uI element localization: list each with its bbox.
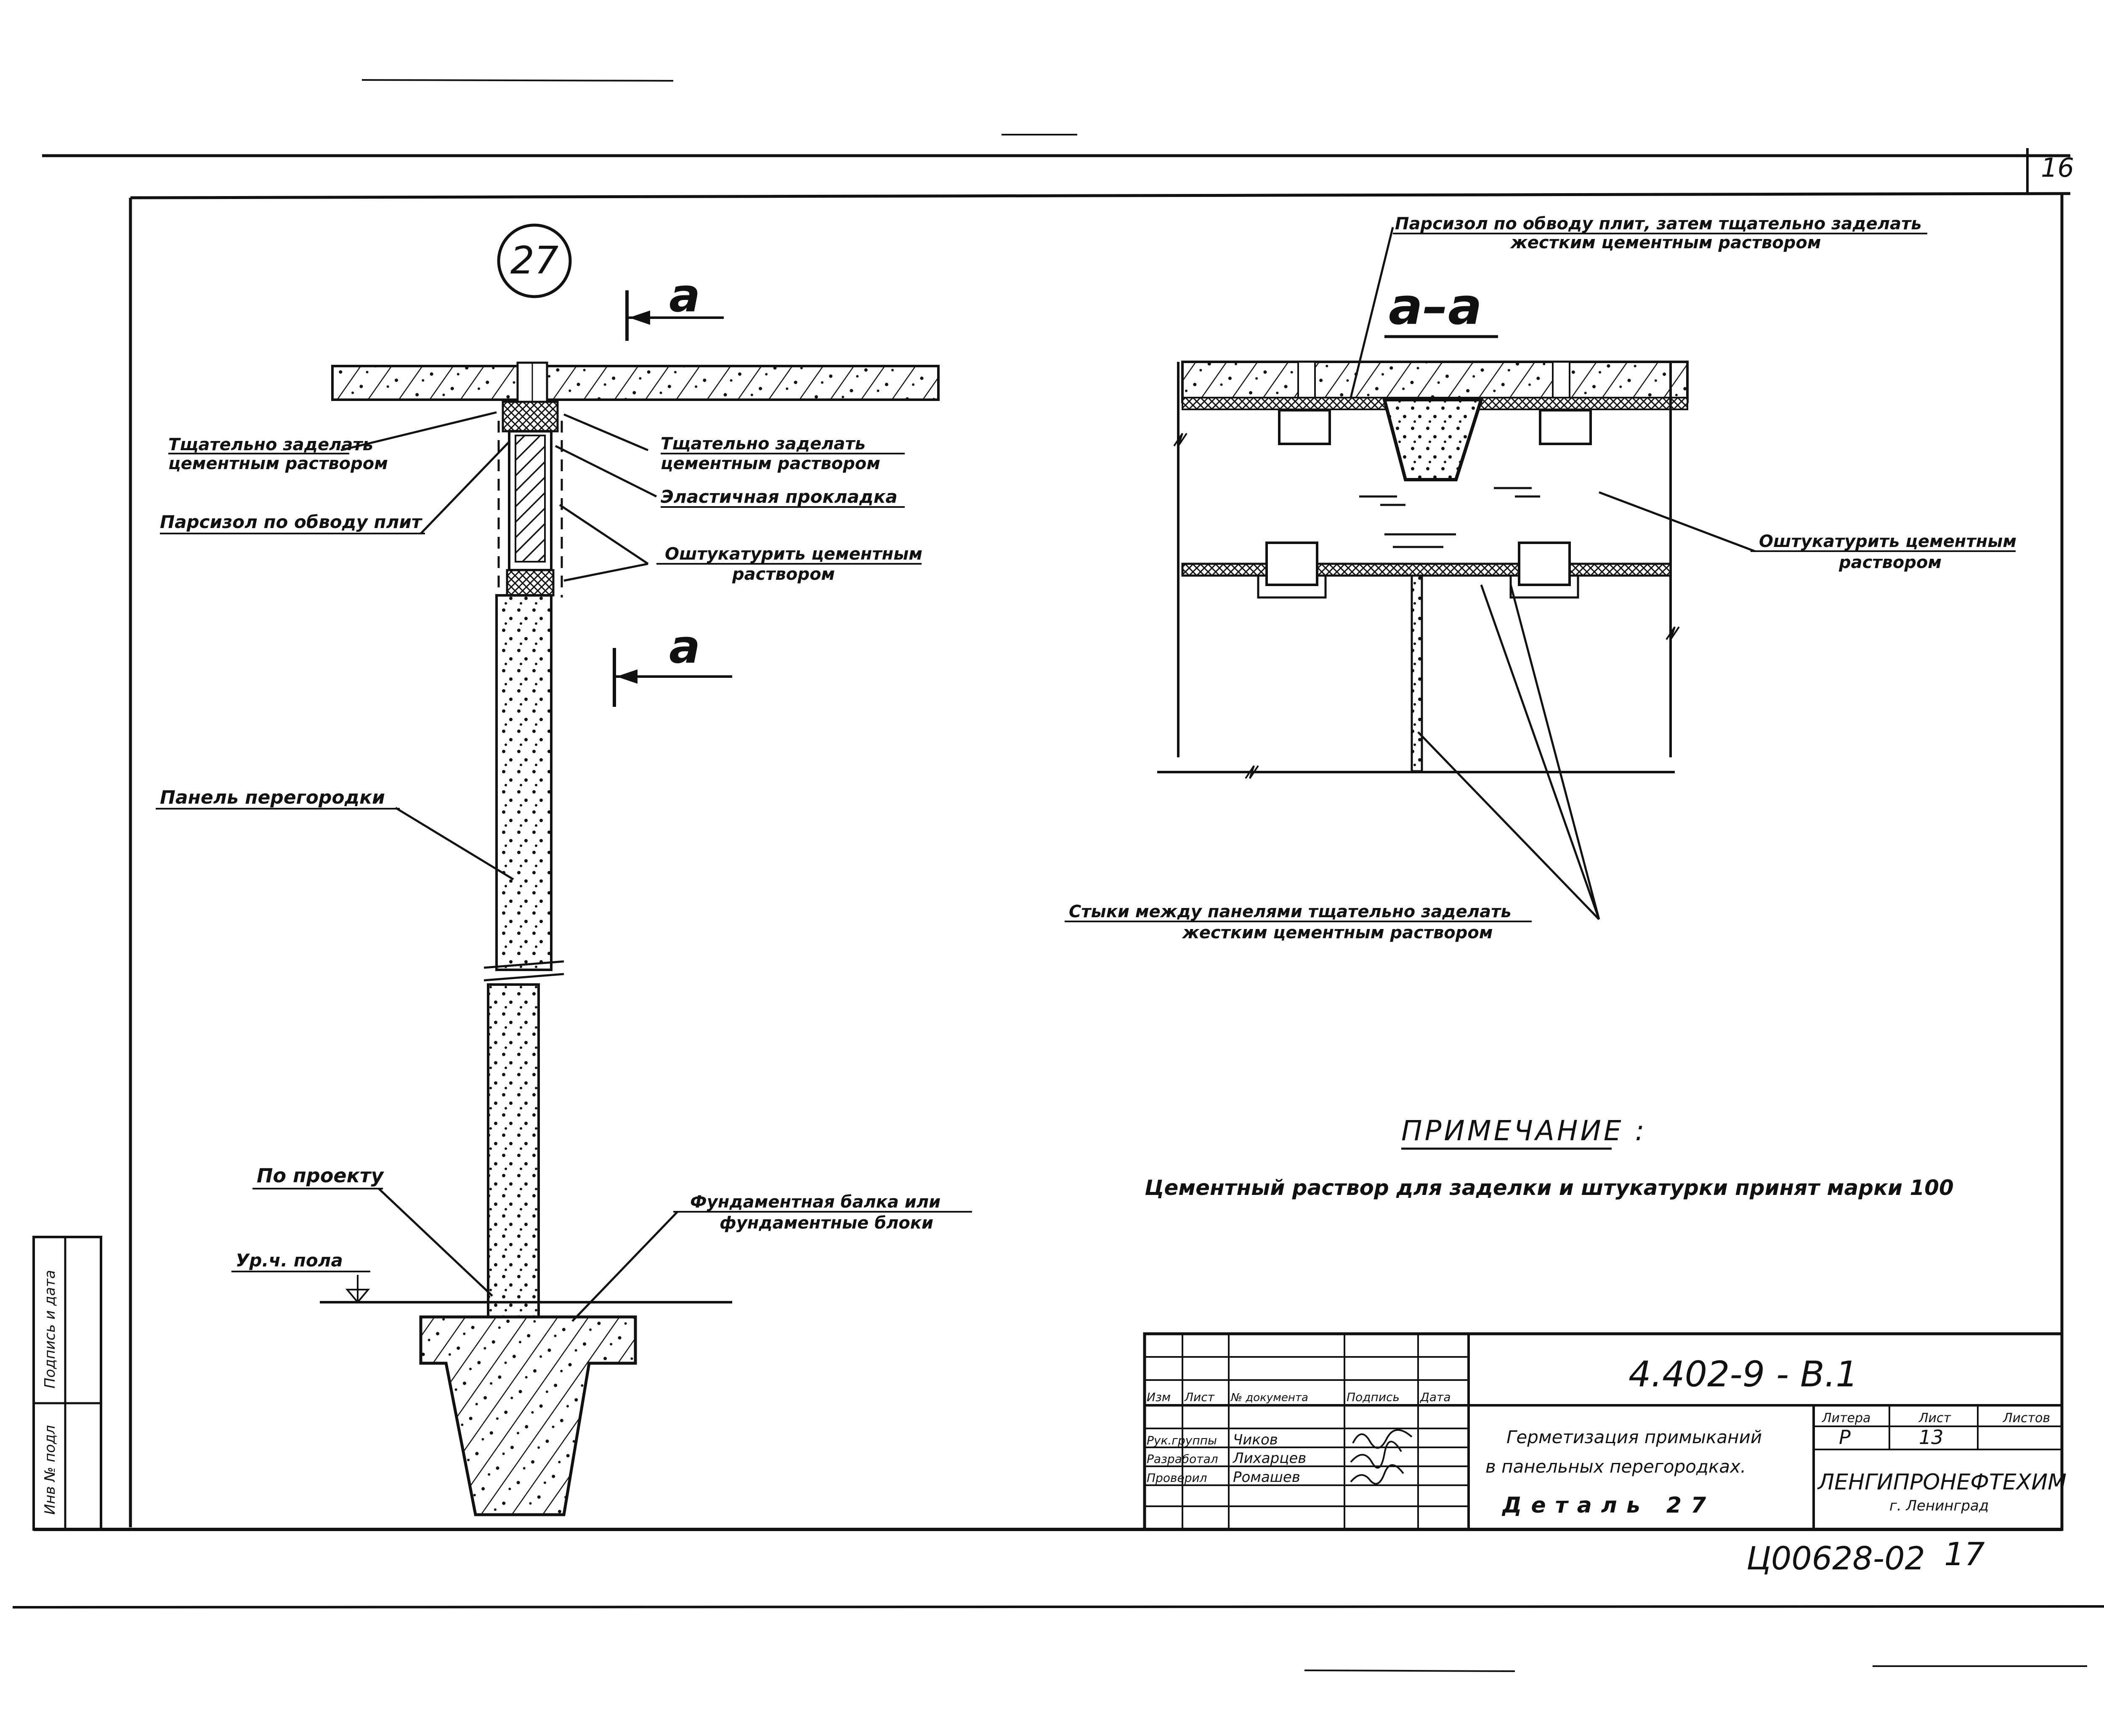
seal-right-line1: Тщательно заделать — [661, 434, 866, 454]
hdr-izm: Изм — [1147, 1390, 1171, 1404]
parsizol-label: Парсизол по обводу плит — [160, 512, 423, 532]
plaster-left-line2: раствором — [732, 565, 835, 584]
inv-no-label: Инв № подл — [42, 1425, 58, 1515]
city: г. Ленинград — [1889, 1497, 1989, 1514]
foundation-line2: фундаментные блоки — [720, 1213, 933, 1233]
desc-line1: Герметизация примыканий — [1506, 1427, 1762, 1447]
hdr-doc: № документа — [1230, 1391, 1308, 1404]
title-block: 4.402-9 - В.1 Изм Лист № документа Подпи… — [1143, 1332, 2067, 1531]
note-heading: ПРИМЕЧАНИЕ : — [1401, 1115, 1647, 1147]
page-number: 16 — [2041, 152, 2074, 183]
panel-joint — [1411, 574, 1423, 772]
right-leaders — [1350, 227, 1755, 920]
note-text: Цементный раствор для заделки и штукатур… — [1145, 1176, 1954, 1200]
organization: ЛЕНГИПРОНЕФТЕХИМ — [1817, 1470, 2067, 1495]
left-callouts: Тщательно заделать цементным раствором Т… — [156, 434, 972, 1272]
partition-panel-lower — [487, 983, 540, 1320]
seal-trapezoid — [1382, 398, 1484, 481]
name-2: Лихарцев — [1232, 1450, 1306, 1467]
role-3: Проверил — [1147, 1471, 1207, 1485]
section-beam — [1181, 563, 1672, 577]
sheet-value: 13 — [1919, 1426, 1944, 1449]
archive-code: Ц00628-02 — [1746, 1540, 1925, 1577]
floor-level-label: Ур.ч. пола — [236, 1250, 343, 1271]
joints-line1: Стыки между панелями тщательно заделать — [1069, 902, 1512, 921]
right-callouts: Парсизол по обводу плит, затем тщательно… — [1065, 214, 2016, 942]
hdr-list: Лист — [1184, 1390, 1215, 1404]
foundation-line1: Фундаментная балка или — [690, 1192, 940, 1212]
name-1: Чиков — [1233, 1431, 1278, 1448]
scan-artifacts — [12, 79, 2104, 1672]
stage-label: Литера — [1822, 1411, 1870, 1425]
role-2: Разработал — [1147, 1452, 1218, 1466]
note-block: ПРИМЕЧАНИЕ : Цементный раствор для задел… — [1145, 1115, 1954, 1200]
section-mark-mid: а — [669, 620, 700, 674]
hdr-sign: Подпись — [1347, 1390, 1400, 1404]
detail-27-vertical-section: 27 а а — [320, 223, 940, 1516]
section-slab — [1181, 361, 1689, 403]
role-1: Рук.группы — [1147, 1433, 1217, 1447]
detail-number: 27 — [510, 239, 559, 283]
partition-panel-label: Панель перегородки — [160, 787, 385, 808]
foundation-beam — [419, 1315, 637, 1516]
sheets-label: Листов — [2003, 1411, 2050, 1425]
seal-right-line2: цементным раствором — [661, 454, 880, 473]
left-leaders — [340, 411, 678, 1322]
floor-slab — [331, 365, 940, 401]
side-stamp: Подпись и дата Инв № подл — [32, 1236, 102, 1531]
partition-panel — [495, 594, 553, 971]
seal-left-line1: Тщательно заделать — [168, 435, 373, 454]
desc-line2: в панельных перегородках. — [1485, 1456, 1746, 1477]
seal-left-line2: цементным раствором — [168, 454, 388, 473]
archive-page: 17 — [1944, 1535, 1985, 1573]
detail-callout-circle — [497, 223, 572, 298]
desc-line3: Деталь 27 — [1501, 1493, 1715, 1518]
signature-marks — [1350, 1429, 1413, 1485]
joints-line2: жестким цементным раствором — [1182, 923, 1493, 942]
elastic-gasket-label: Эластичная прокладка — [661, 486, 898, 507]
top-note-line2: жестким цементным раствором — [1510, 233, 1821, 252]
section-title: а–а — [1389, 278, 1482, 336]
sign-date-label: Подпись и дата — [42, 1270, 58, 1388]
document-code: 4.402-9 - В.1 — [1628, 1354, 1858, 1395]
plaster-left-line1: Оштукатурить цементным — [665, 544, 922, 564]
plaster-right-line2: раствором — [1838, 553, 1942, 572]
section-mark-top: а — [669, 268, 700, 322]
stage-value: Р — [1839, 1426, 1851, 1449]
plaster-right-line1: Оштукатурить цементным — [1759, 532, 2016, 551]
hdr-date: Дата — [1419, 1390, 1451, 1404]
section-a-a: а–а — [1157, 278, 1689, 779]
sheet-label: Лист — [1918, 1411, 1952, 1425]
name-3: Ромашев — [1233, 1469, 1300, 1486]
sheet-frame — [34, 148, 2071, 1531]
by-project-label: По проекту — [257, 1164, 385, 1187]
top-note-line1: Парсизол по обводу плит, затем тщательно… — [1395, 214, 1922, 234]
elastic-gasket — [515, 435, 546, 563]
